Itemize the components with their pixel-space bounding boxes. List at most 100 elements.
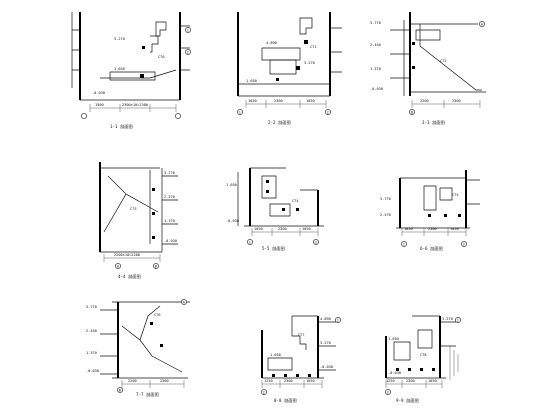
dimension-label: 2200 <box>420 99 429 103</box>
grid-bubble <box>313 239 319 245</box>
grid-label: A <box>117 264 120 268</box>
level-label: 2.450 <box>86 329 97 333</box>
dimension-label: 1500 <box>95 103 104 107</box>
grid-label: 2 <box>387 390 389 394</box>
beam-note: C78 <box>420 353 427 357</box>
dimension-label: 1050 <box>428 379 437 383</box>
level-label: 3.770 <box>380 197 391 201</box>
beam-note: C76 <box>154 313 161 317</box>
level-label: -0.030 <box>388 371 401 375</box>
section-panel-1: 3.270 1.650 -0.030 1500 2300×10=2300 C70… <box>71 12 191 130</box>
dimension-label: 2200×10=2200 <box>114 253 140 257</box>
grid-label: A <box>481 22 484 26</box>
level-label: 3.270 <box>442 317 453 321</box>
level-label: 1.650 <box>226 183 237 187</box>
dimension-label: 2300 <box>274 99 283 103</box>
dimension-label: 1050 <box>306 379 315 383</box>
grid-label: A <box>183 300 186 304</box>
grid-bubble <box>461 241 467 247</box>
beam-note: C75 <box>452 193 459 197</box>
dimension-label: 2300 <box>284 379 293 383</box>
level-label: 4.890 <box>266 41 277 45</box>
grid-bubble <box>81 113 87 119</box>
grid-bubble <box>237 109 243 115</box>
section-panel-9: 3.270 1.650 -0.030 1250 2300 1050 C78 1 … <box>385 315 461 404</box>
dimension-label: 1050 <box>306 99 315 103</box>
dimension-label: 2300 <box>160 379 169 383</box>
grid-bubble <box>175 113 181 119</box>
level-label: 1.370 <box>164 219 175 223</box>
grid-bubble <box>401 241 407 247</box>
beam-note: C74 <box>292 199 299 203</box>
grid-bubble <box>117 387 123 393</box>
grid-label: 1 <box>403 242 405 246</box>
dimension-label: 1050 <box>404 227 413 231</box>
level-label: 1.370 <box>86 351 97 355</box>
level-label: 1.650 <box>246 79 257 83</box>
level-label: 1.650 <box>388 337 399 341</box>
section-title: 2-2 剖面图 <box>268 119 291 126</box>
beam-note: C72 <box>440 59 447 63</box>
level-label: 1.650 <box>270 353 281 357</box>
dimension-label: 1250 <box>264 379 273 383</box>
beam-note: C70 <box>158 55 165 59</box>
level-label: 2.570 <box>380 213 391 217</box>
section-title: 4-4 剖面图 <box>118 273 141 280</box>
section-panel-8: 4.890 3.270 1.650 -0.030 1250 2300 1050 … <box>261 315 341 404</box>
grid-bubble <box>115 263 121 269</box>
grid-bubble <box>455 317 461 323</box>
grid-label: 1 <box>457 318 459 322</box>
grid-bubble <box>261 389 267 395</box>
grid-label: 2 <box>315 240 317 244</box>
grid-label: 1 <box>337 318 339 322</box>
grid-bubble <box>385 389 391 395</box>
dimension-label: 2300 <box>452 99 461 103</box>
dimension-label: 1050 <box>248 99 257 103</box>
grid-label: 2 <box>187 50 189 54</box>
level-label: -0.030 <box>86 369 99 373</box>
beam-note: C77 <box>298 333 305 337</box>
section-title: 8-8 剖面图 <box>274 397 297 404</box>
grid-label: 1 <box>239 110 241 114</box>
level-label: 3.270 <box>304 61 315 65</box>
grid-label: 1 <box>249 240 251 244</box>
dimension-label: 2300×10=2300 <box>122 103 148 107</box>
level-label: -0.030 <box>92 91 105 95</box>
dimension-label: 1050 <box>302 227 311 231</box>
level-label: 3.770 <box>86 305 97 309</box>
dimension-label: 2300 <box>428 227 437 231</box>
grid-label: 2 <box>263 390 265 394</box>
dimension-label: 2300 <box>406 379 415 383</box>
grid-label: B <box>411 110 413 114</box>
level-label: 1.370 <box>370 67 381 71</box>
level-label: 3.770 <box>164 171 175 175</box>
beam-note: C71 <box>310 45 317 49</box>
dimension-label: 2200 <box>128 379 137 383</box>
section-panel-7: 3.770 2.450 1.370 -0.030 2200 2300 C76 A… <box>86 299 190 398</box>
section-panel-5: 1.650 -0.030 1050 2300 1050 C74 1 2 5-5 … <box>226 167 324 252</box>
section-title: 5-5 剖面图 <box>262 245 285 252</box>
grid-bubble <box>479 21 485 27</box>
level-label: -0.030 <box>320 365 333 369</box>
level-label: 3.770 <box>370 21 381 25</box>
section-panel-6: 3.770 2.570 1050 2300 1050 C75 1 2 6-6 剖… <box>380 170 480 252</box>
grid-label: 2 <box>463 242 465 246</box>
grid-bubble <box>185 49 191 55</box>
dimension-label: 1050 <box>450 227 459 231</box>
level-label: 3.270 <box>114 37 125 41</box>
level-label: 1.650 <box>114 67 125 71</box>
grid-label: 1 <box>187 28 189 32</box>
grid-label: B <box>155 264 157 268</box>
grid-bubble <box>325 109 331 115</box>
grid-bubble <box>247 239 253 245</box>
beam-note: C73 <box>130 207 137 211</box>
grid-bubble <box>153 263 159 269</box>
grid-bubble <box>181 299 187 305</box>
level-label: 2.570 <box>164 195 175 199</box>
section-panel-3: 3.770 2.450 1.370 -0.030 2200 2300 C72 A… <box>370 12 486 126</box>
section-title: 7-7 剖面图 <box>136 391 159 398</box>
grid-label: 2 <box>327 110 329 114</box>
section-title: 6-6 剖面图 <box>420 245 443 252</box>
level-label: 2.450 <box>370 43 381 47</box>
